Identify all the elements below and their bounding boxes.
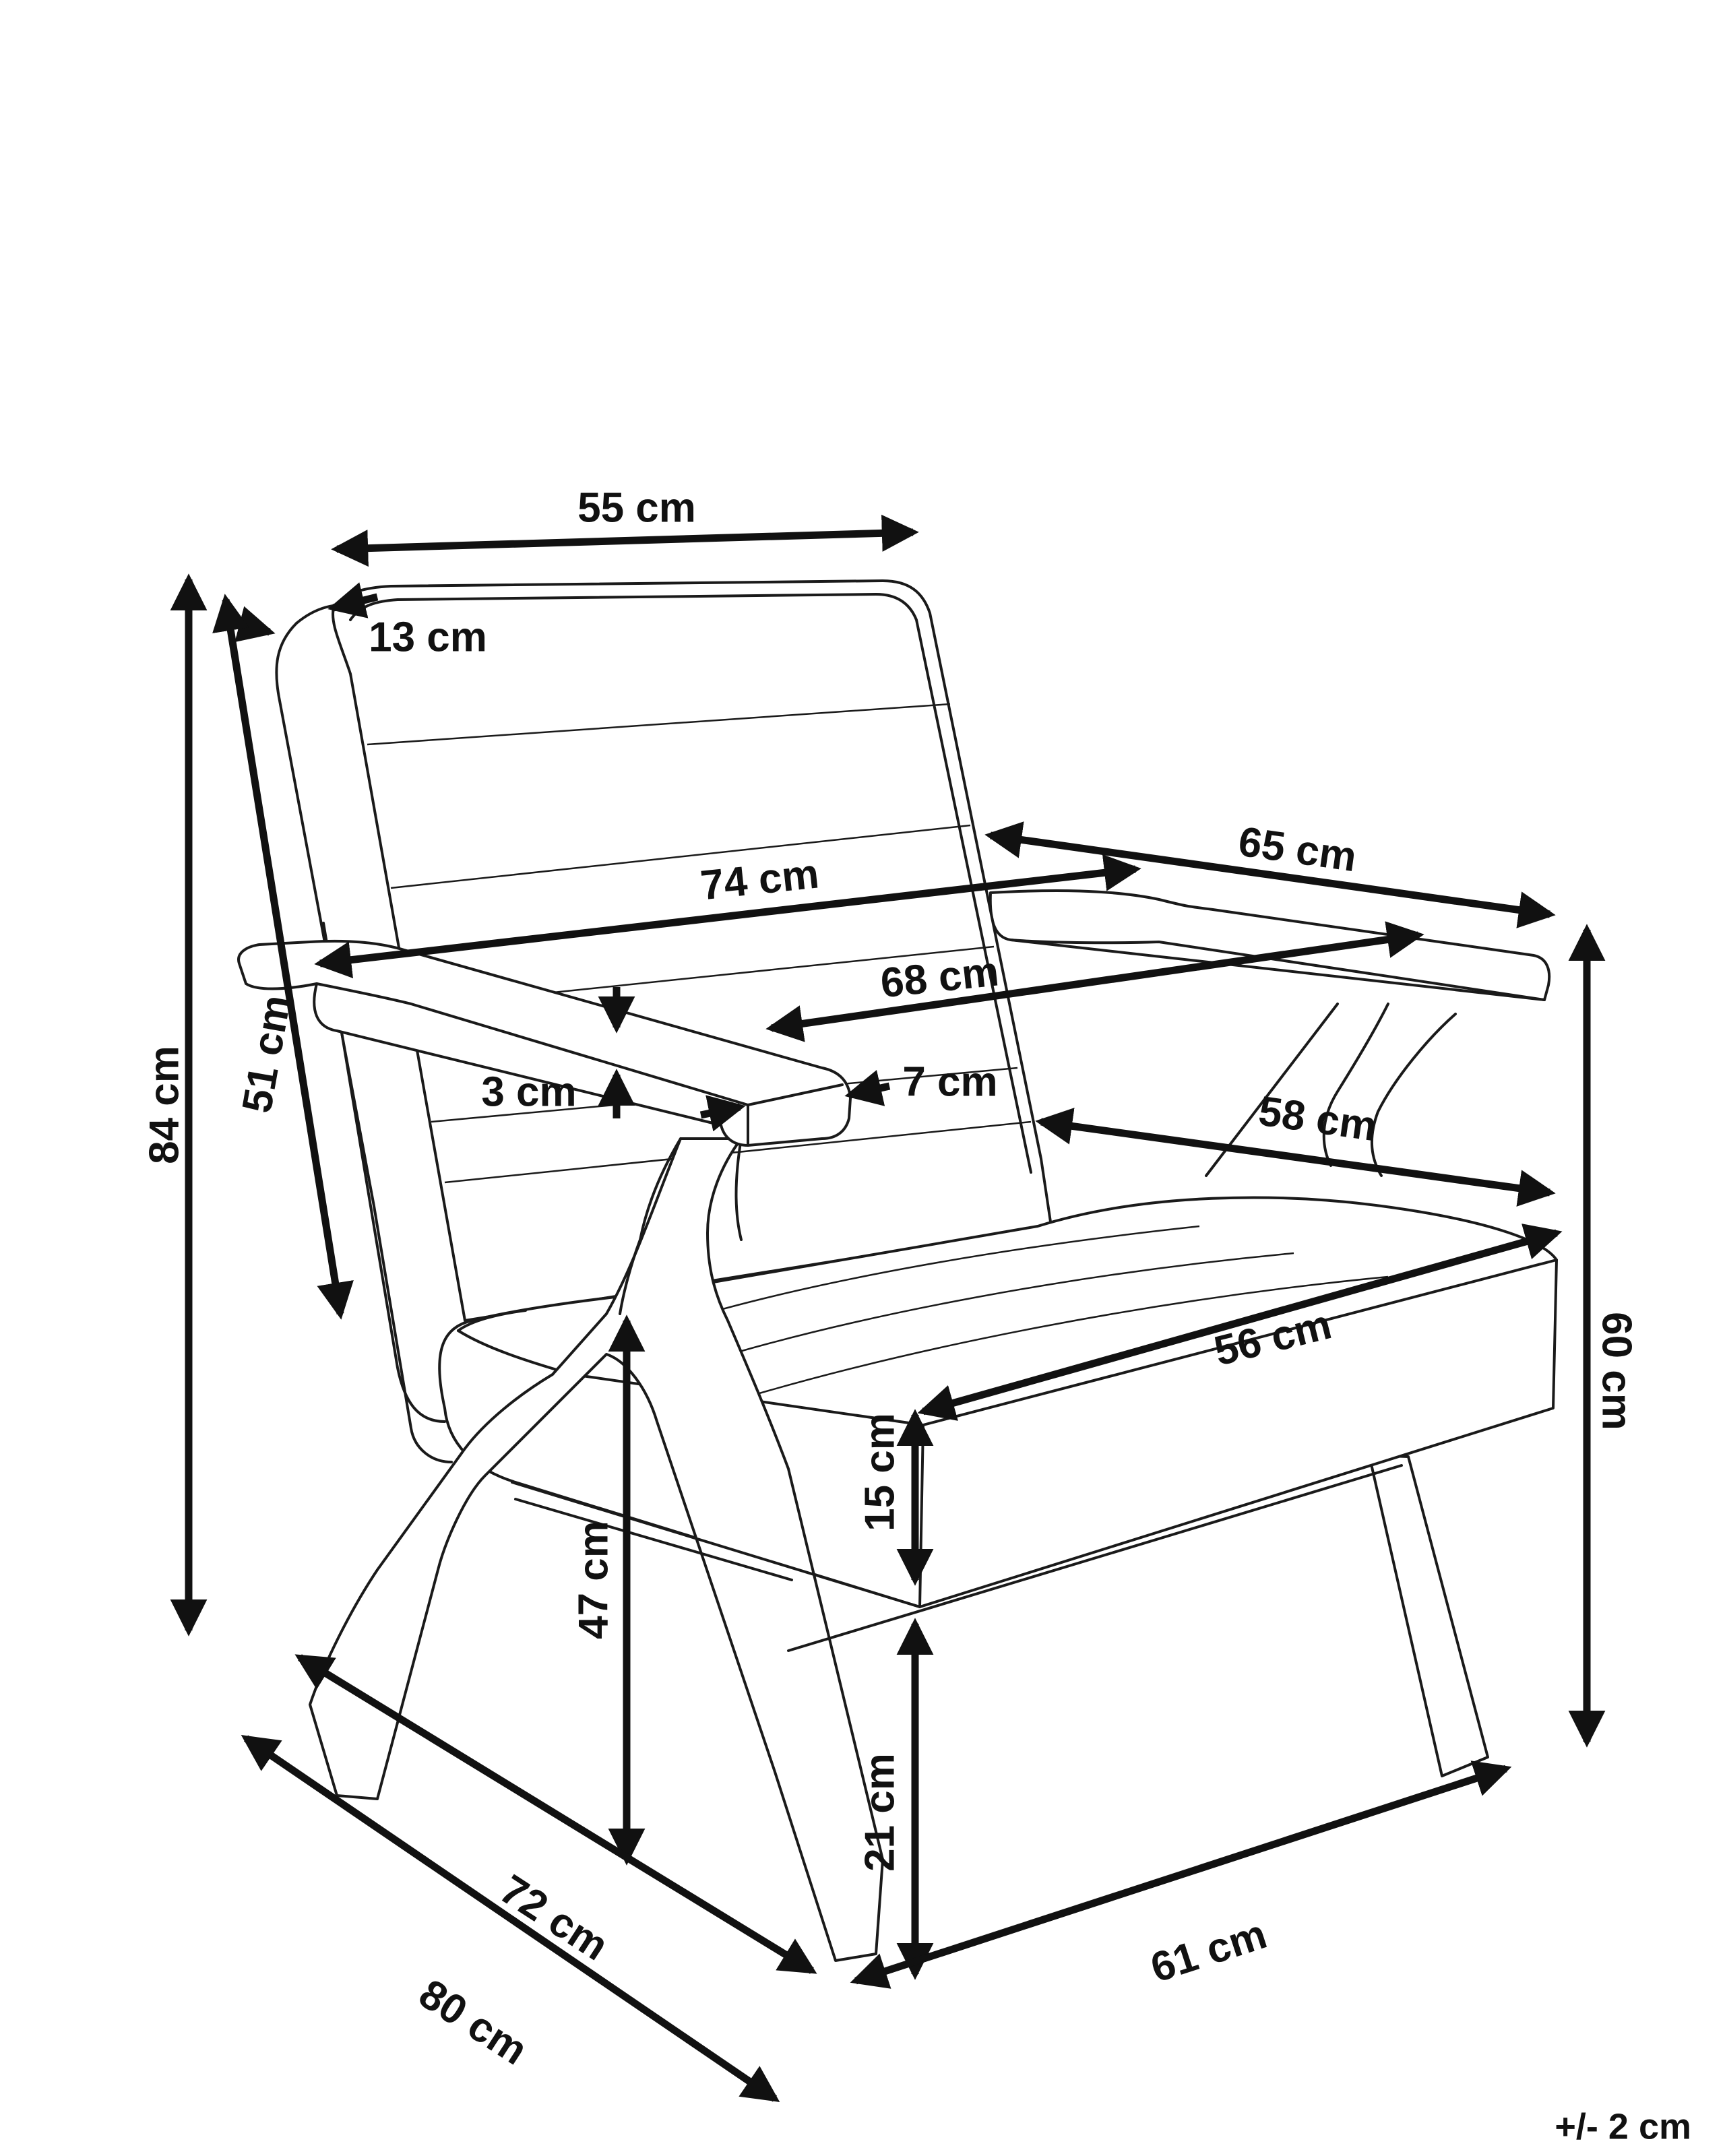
dim-overall-width-line [241, 1735, 780, 2102]
dim-arm-depth-line [984, 821, 1556, 928]
dimension-lines [170, 514, 1606, 2102]
label-overall-width: 80 cm [411, 1971, 536, 2074]
label-ground-clearance: 21 cm [856, 1753, 903, 1872]
label-armrest-width: 7 cm [902, 1058, 997, 1105]
label-base-width: 61 cm [1145, 1911, 1272, 1992]
label-seat-thickness: 15 cm [856, 1413, 903, 1531]
dim-backrest-depth-line [234, 606, 276, 642]
label-backrest-height: 51 cm [234, 992, 300, 1116]
label-seat-height: 47 cm [570, 1521, 617, 1639]
dim-base-width-line [850, 1761, 1512, 1989]
dim-seat-depth-inner-line [765, 921, 1424, 1042]
dim-backrest-height-line [212, 594, 354, 1320]
under-seat-rail [511, 1464, 1403, 1652]
label-backrest-width: 55 cm [577, 484, 696, 531]
rear-right-leg [1368, 1454, 1489, 1777]
dim-backrest-width-line [331, 514, 919, 567]
label-arm-height: 60 cm [1594, 1312, 1640, 1430]
dim-armrest-width-right-line [844, 1070, 891, 1106]
dim-overall-depth-line [314, 854, 1141, 979]
dim-seat-front-width-line [917, 1224, 1563, 1421]
label-tolerance: +/- 2 cm [1555, 2106, 1691, 2147]
label-armrest-gap: 3 cm [481, 1069, 576, 1115]
label-overall-height: 84 cm [141, 1046, 187, 1164]
label-seat-inner-width: 58 cm [1256, 1088, 1380, 1151]
label-backrest-depth: 13 cm [369, 614, 487, 660]
dim-seat-inner-width-line [1035, 1108, 1556, 1207]
dim-armrest-width-left-line [699, 1095, 746, 1132]
front-left-frame [309, 1137, 884, 1962]
